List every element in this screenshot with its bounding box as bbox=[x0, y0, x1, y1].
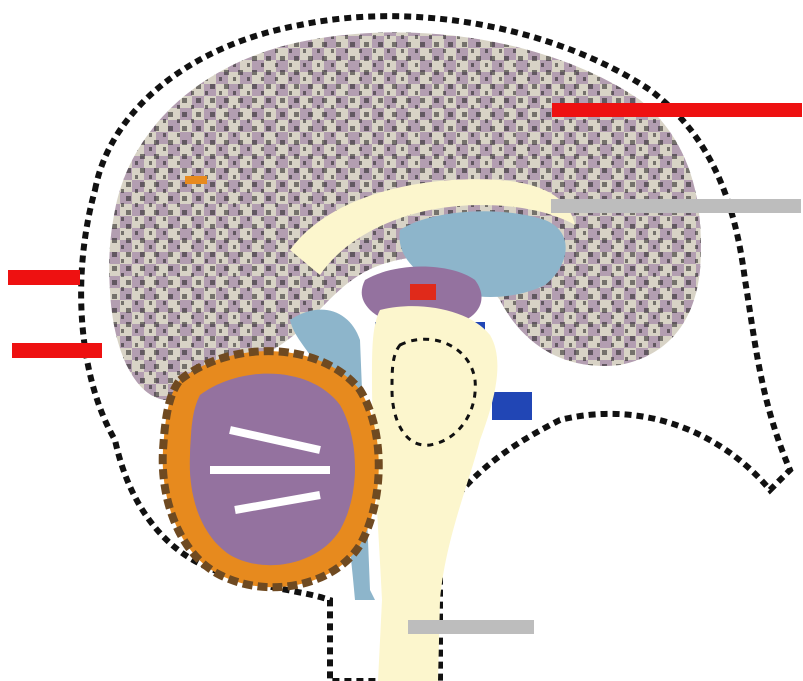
pointer-mid-right bbox=[551, 199, 801, 213]
pituitary-region bbox=[492, 392, 532, 420]
cortex-highlight bbox=[185, 176, 207, 184]
pointer-top-right bbox=[552, 103, 802, 117]
pointer-bottom bbox=[408, 620, 534, 634]
pointer-left-upper bbox=[8, 270, 80, 285]
pineal-highlight bbox=[410, 284, 436, 300]
pointer-left-lower bbox=[12, 343, 102, 358]
